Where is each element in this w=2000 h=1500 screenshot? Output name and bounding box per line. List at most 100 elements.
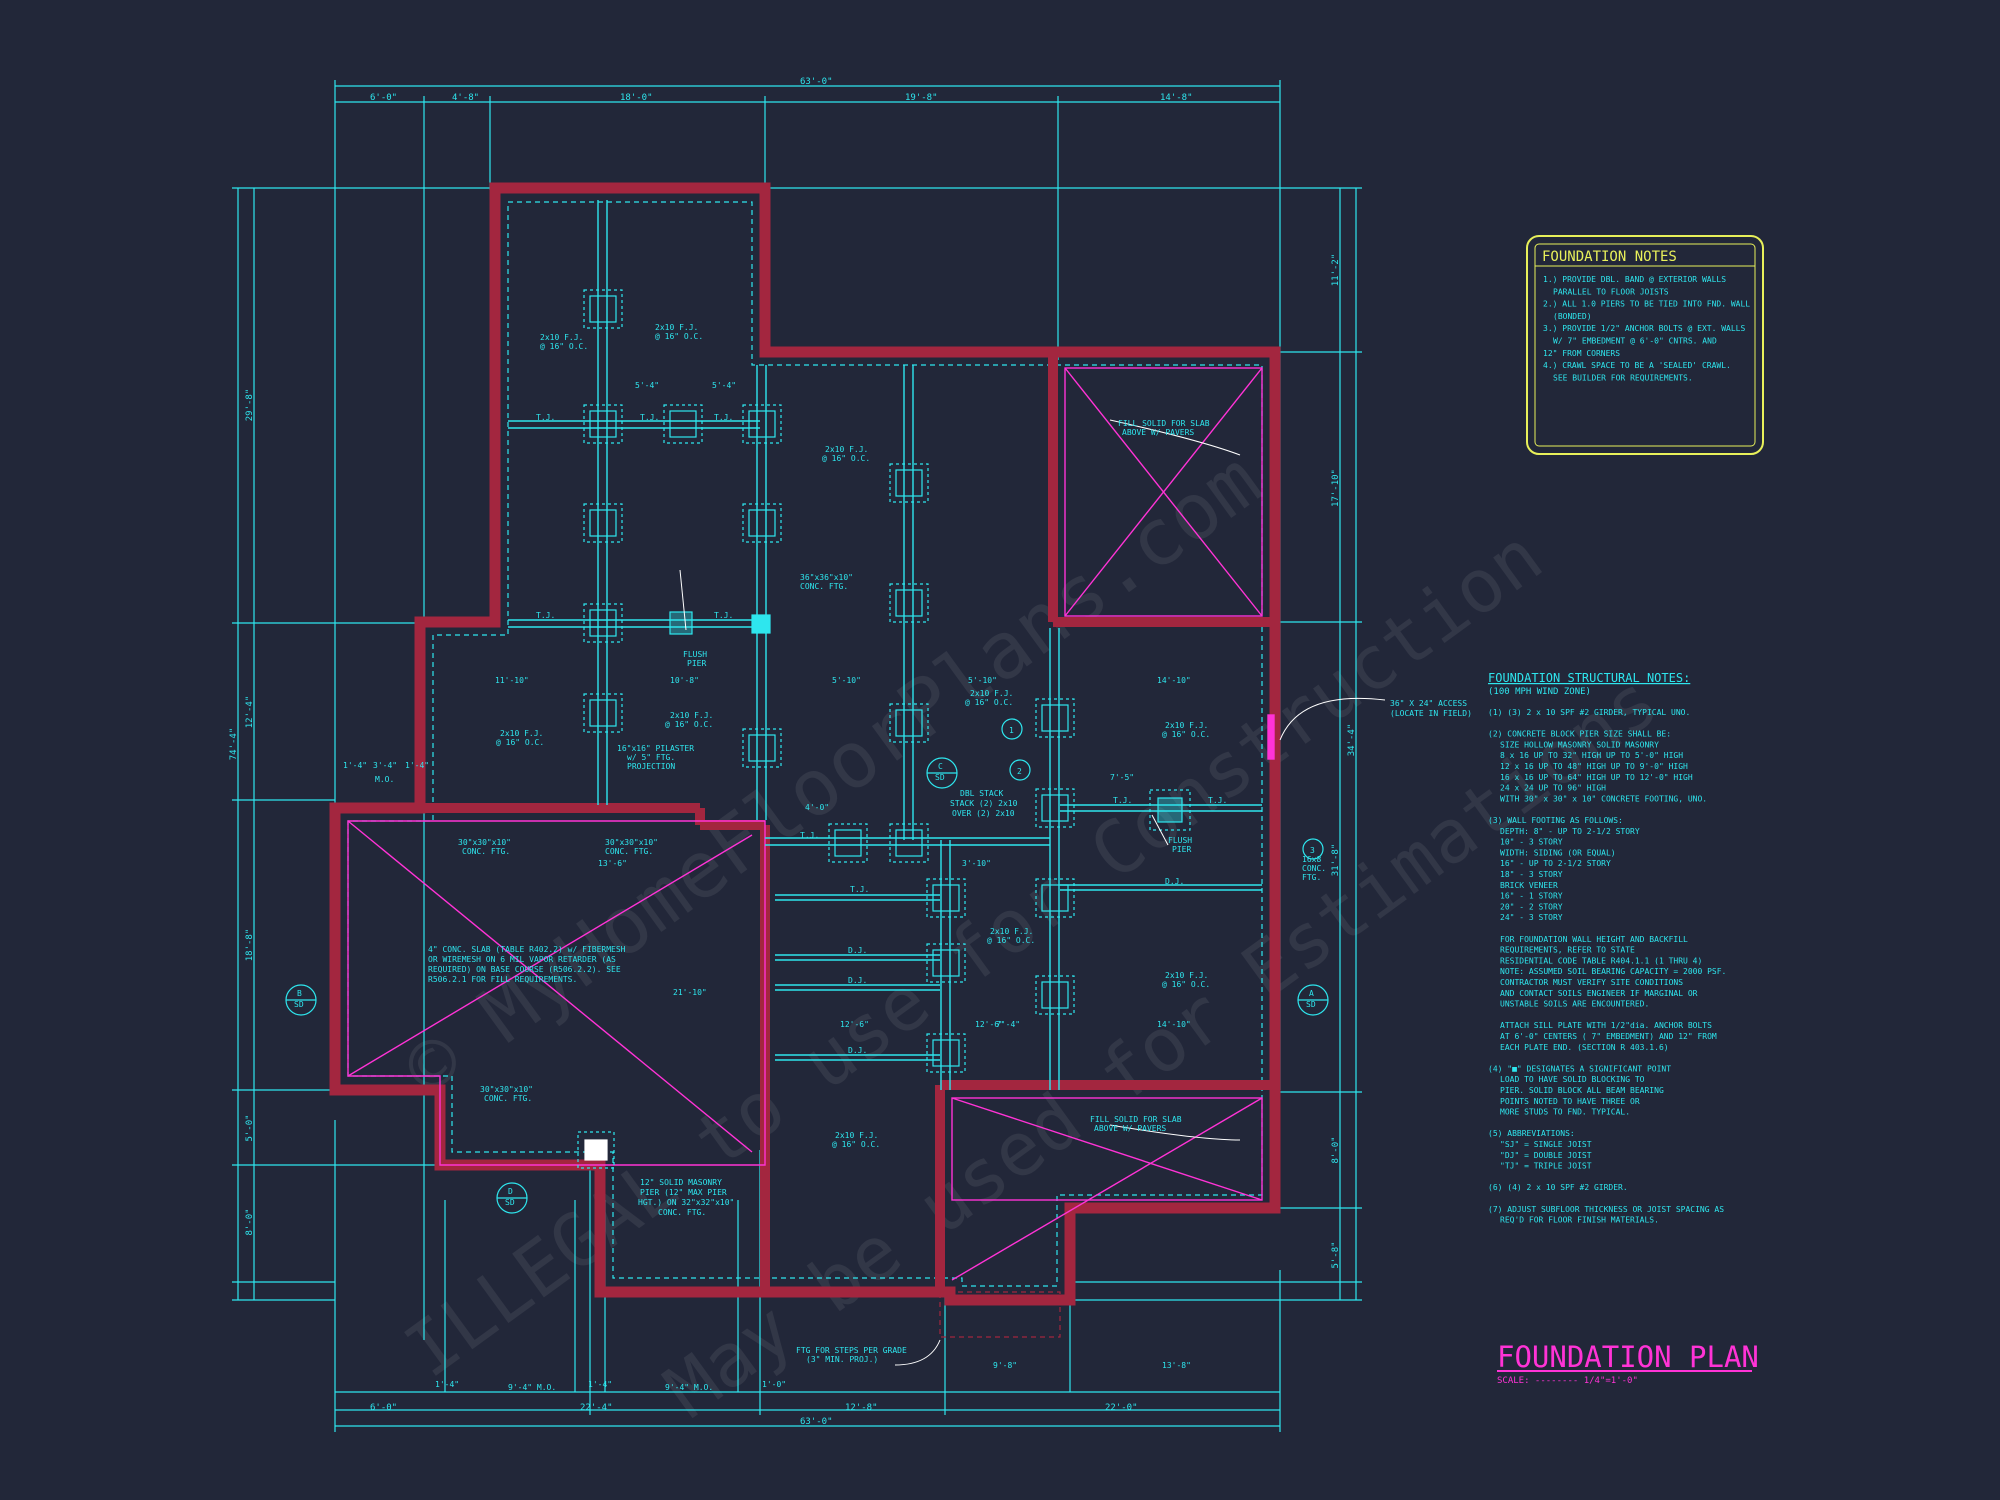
foundation-note-line: 2.) ALL 1.0 PIERS TO BE TIED INTO FND. W… bbox=[1543, 300, 1750, 309]
dim-left-overall: 74'-4" bbox=[229, 728, 239, 761]
tj-label: T.J. bbox=[1208, 796, 1227, 805]
conc-ftg: CONC. FTG. bbox=[605, 847, 653, 856]
structural-notes-heading: FOUNDATION STRUCTURAL NOTES: bbox=[1488, 671, 1690, 685]
dj-label: D.J. bbox=[848, 1046, 867, 1055]
conc-ftg: CONC. FTG. bbox=[484, 1094, 532, 1103]
foundation-wall-inner-line bbox=[347, 201, 1263, 1287]
footing-30: 30"x30"x10" bbox=[480, 1085, 533, 1094]
structural-note-line: (1) (3) 2 x 10 SPF #2 GIRDER, TYPICAL UN… bbox=[1488, 708, 1690, 717]
dim-overall-top: 63'-0" bbox=[800, 77, 833, 87]
pier12-note: 12" SOLID MASONRY bbox=[640, 1178, 722, 1187]
dim-left: 29'-8" bbox=[245, 389, 255, 422]
foundation-note-line: 12" FROM CORNERS bbox=[1543, 349, 1620, 358]
foundation-note-line: SEE BUILDER FOR REQUIREMENTS. bbox=[1553, 373, 1693, 382]
structural-note-line: 16 x 16 UP TO 64" HIGH UP TO 12'-0" HIGH bbox=[1500, 773, 1693, 782]
pilaster: 16"x16" PILASTER bbox=[617, 744, 694, 753]
conc-ftg: CONC. FTG. bbox=[462, 847, 510, 856]
oc-label: @ 16" O.C. bbox=[1162, 730, 1210, 739]
structural-note-line: "SJ" = SINGLE JOIST bbox=[1500, 1140, 1592, 1149]
dim-bottom-mo: 9'-4" M.O. bbox=[508, 1383, 556, 1392]
section-sd: SD bbox=[294, 1000, 304, 1009]
note-marker: 2 bbox=[1017, 767, 1022, 776]
note-marker: 1 bbox=[1009, 726, 1014, 735]
fj-label: 2x10 F.J. bbox=[990, 927, 1033, 936]
foundation-note-line: PARALLEL TO FLOOR JOISTS bbox=[1553, 287, 1669, 296]
pilaster: w/ 5" FTG. bbox=[627, 753, 675, 762]
interior-dim: 12'-6" bbox=[840, 1020, 869, 1029]
dim-bottom-small: 1'-0" bbox=[762, 1380, 786, 1389]
structural-note-line: 24 x 24 UP TO 96" HIGH bbox=[1500, 784, 1606, 793]
pier12-note: CONC. FTG. bbox=[658, 1208, 706, 1217]
interior-dim: 3'-10" bbox=[962, 859, 991, 868]
plan-title: FOUNDATION PLAN bbox=[1497, 1340, 1759, 1374]
interior-dim: 12'-6" bbox=[975, 1020, 1004, 1029]
structural-note-line: RESIDENTIAL CODE TABLE R404.1.1 (1 THRU … bbox=[1500, 956, 1702, 965]
tj-label: T.J. bbox=[536, 413, 555, 422]
oc-label: @ 16" O.C. bbox=[965, 698, 1013, 707]
plan-scale: SCALE: -------- 1/4"=1'-0" bbox=[1497, 1376, 1638, 1386]
structural-note-line: AND CONTACT SOILS ENGINEER IF MARGINAL O… bbox=[1500, 989, 1698, 998]
fill-slab: ABOVE W/ PAVERS bbox=[1122, 428, 1194, 437]
structural-note-line: WIDTH: SIDING (OR EQUAL) bbox=[1500, 848, 1616, 857]
dim-right: 5'-8" bbox=[1331, 1241, 1341, 1268]
dim-right: 31'-8" bbox=[1331, 844, 1341, 877]
interior-dim: 7'-5" bbox=[1110, 773, 1134, 782]
footing-36: 36"x36"x10" bbox=[800, 573, 853, 582]
oc-label: @ 16" O.C. bbox=[1162, 980, 1210, 989]
fj-label: 2x10 F.J. bbox=[970, 689, 1013, 698]
interior-dim: 1'-4" bbox=[343, 761, 367, 770]
title-block: FOUNDATION PLAN SCALE: -------- 1/4"=1'-… bbox=[1497, 1340, 1759, 1386]
structural-note-line: 10" - 3 STORY bbox=[1500, 838, 1563, 847]
section-sd: SD bbox=[935, 773, 945, 782]
interior-dim: 14'-10" bbox=[1157, 1020, 1191, 1029]
slab-note: R506.2.1 FOR FILL REQUIREMENTS. bbox=[428, 975, 577, 984]
structural-note-line: FOR FOUNDATION WALL HEIGHT AND BACKFILL bbox=[1500, 935, 1688, 944]
dim-left: 8'-0" bbox=[245, 1208, 255, 1235]
section-letter: B bbox=[297, 989, 302, 998]
oc-label: @ 16" O.C. bbox=[987, 936, 1035, 945]
flush-pier: FLUSH bbox=[1168, 836, 1192, 845]
foundation-note-line: 3.) PROVIDE 1/2" ANCHOR BOLTS @ EXT. WAL… bbox=[1543, 324, 1745, 333]
fill-slab: ABOVE W/ PAVERS bbox=[1094, 1124, 1166, 1133]
dj-label: D.J. bbox=[848, 946, 867, 955]
section-sd: SD bbox=[505, 1198, 515, 1207]
structural-note-line: 12 x 16 UP TO 48" HIGH UP TO 9'-0" HIGH bbox=[1500, 762, 1688, 771]
dbl-stack: DBL STACK bbox=[960, 789, 1004, 798]
piers bbox=[577, 289, 1191, 1338]
fj-label: 2x10 F.J. bbox=[540, 333, 583, 342]
tj-label: T.J. bbox=[800, 831, 819, 840]
foundation-note-line: 4.) CRAWL SPACE TO BE A 'SEALED' CRAWL. bbox=[1543, 361, 1731, 370]
interior-dim: 5'-4" bbox=[712, 381, 736, 390]
oc-label: @ 16" O.C. bbox=[496, 738, 544, 747]
dim-bottom-small: 1'-4" bbox=[435, 1380, 459, 1389]
structural-notes-subheading: (100 MPH WIND ZONE) bbox=[1488, 687, 1591, 697]
foundation-notes-box bbox=[1526, 235, 1764, 455]
slab-areas bbox=[347, 367, 1275, 1281]
fj-label: 2x10 F.J. bbox=[835, 1131, 878, 1140]
footing-16x8: CONC. bbox=[1302, 864, 1326, 873]
oc-label: @ 16" O.C. bbox=[665, 720, 713, 729]
dim-bottom: 22'-0" bbox=[1105, 1403, 1138, 1413]
tj-label: T.J. bbox=[536, 611, 555, 620]
dim-right: 34'-4" bbox=[1347, 724, 1357, 757]
leader-lines bbox=[679, 419, 1386, 1366]
plan-annotations: 2x10 F.J.@ 16" O.C.2x10 F.J.@ 16" O.C.2x… bbox=[294, 323, 1472, 1364]
dim-top: 6'-0" bbox=[370, 93, 397, 103]
structural-note-line: EACH PLATE END. (SECTION R 403.1.6) bbox=[1500, 1043, 1669, 1052]
fill-slab: FILL SOLID FOR SLAB bbox=[1090, 1115, 1182, 1124]
structural-note-line: "DJ" = DOUBLE JOIST bbox=[1500, 1151, 1592, 1160]
structural-note-line: AT 6'-0" CENTERS ( 7" EMBEDMENT) AND 12"… bbox=[1500, 1032, 1717, 1041]
access-note: 36" X 24" ACCESS bbox=[1390, 699, 1467, 708]
structural-note-line: 20" - 2 STORY bbox=[1500, 902, 1563, 911]
dim-bottom: 22'-4" bbox=[580, 1403, 613, 1413]
foundation-notes: FOUNDATION NOTES 1.) PROVIDE DBL. BAND @… bbox=[1542, 249, 1750, 382]
fj-label: 2x10 F.J. bbox=[670, 711, 713, 720]
flush-pier: PIER bbox=[687, 659, 706, 668]
dim-left: 12'-4" bbox=[245, 696, 255, 729]
pier12-note: HGT.) ON 32"x32"x10" bbox=[638, 1198, 734, 1207]
dim-top: 14'-8" bbox=[1160, 93, 1193, 103]
structural-note-line: POINTS NOTED TO HAVE THREE OR bbox=[1500, 1097, 1640, 1106]
section-letter: A bbox=[1309, 989, 1314, 998]
interior-dim: 14'-10" bbox=[1157, 676, 1191, 685]
